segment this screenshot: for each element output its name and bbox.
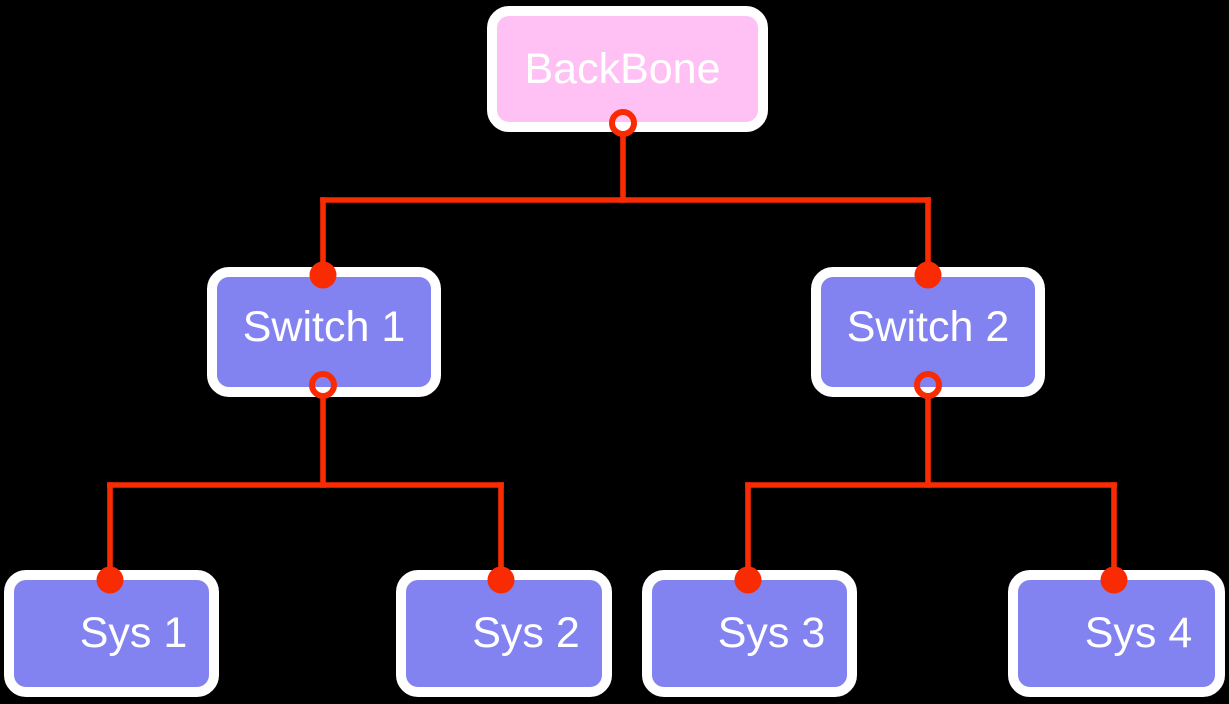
node-label-backbone: BackBone (524, 44, 721, 93)
node-label-switch-1: Switch 1 (242, 302, 406, 351)
node-label-sys-4: Sys 4 (1084, 609, 1193, 657)
node-sys-3[interactable]: Sys 3 (642, 570, 857, 697)
node-switch-1[interactable]: Switch 1 (207, 267, 441, 397)
node-label-sys-1: Sys 1 (79, 609, 188, 657)
node-label-sys-3: Sys 3 (717, 609, 826, 657)
node-sys-1[interactable]: Sys 1 (4, 570, 219, 697)
node-label-switch-2: Switch 2 (846, 302, 1010, 351)
node-switch-2[interactable]: Switch 2 (811, 267, 1045, 397)
node-sys-2[interactable]: Sys 2 (396, 570, 612, 697)
node-sys-4[interactable]: Sys 4 (1008, 570, 1225, 697)
node-label-sys-2: Sys 2 (472, 609, 580, 657)
node-backbone[interactable]: BackBone (487, 6, 768, 132)
